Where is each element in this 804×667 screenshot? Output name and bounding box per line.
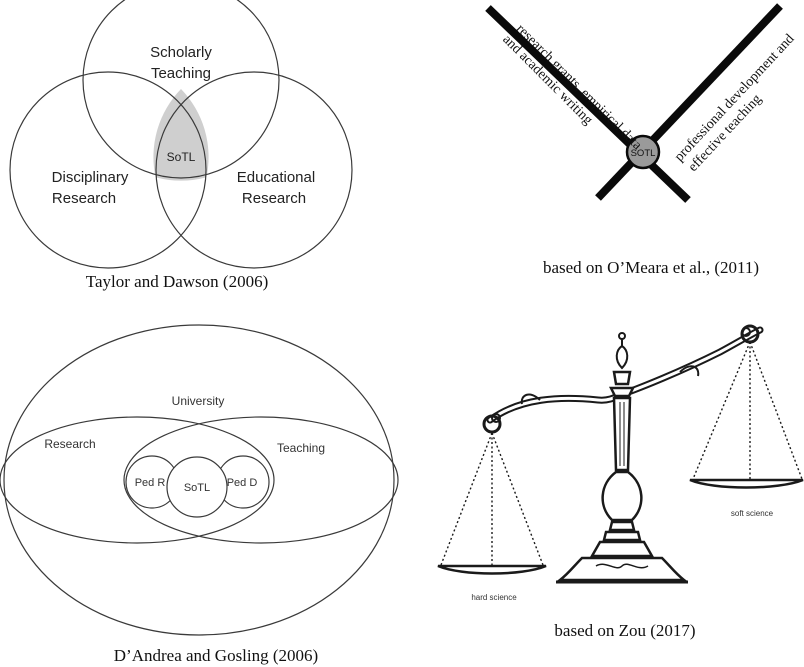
scale-left-pan-label: hard science	[471, 593, 517, 602]
venn-label-disciplinary-1: Disciplinary	[52, 169, 129, 186]
scale-beam-scroll-right-inner	[741, 327, 751, 337]
scale-column-fluting	[619, 402, 625, 466]
cross-bar-right	[595, 3, 783, 201]
scale-base	[556, 540, 688, 582]
venn-label-scholarly-1: Scholarly	[150, 44, 212, 61]
scale-finial-knob	[618, 332, 626, 340]
university-ellipse	[3, 324, 395, 636]
scale-column-bulb	[601, 470, 643, 522]
cross-panel: SOTL research grants, empirical data and…	[485, 3, 797, 277]
scale-panel	[437, 324, 804, 584]
label-ped-r: Ped R	[135, 477, 166, 489]
venn-sotl-intersection	[153, 89, 209, 181]
venn-label-educational-1: Educational	[237, 169, 315, 186]
venn-circle-disciplinary-research	[9, 71, 207, 269]
venn-label-disciplinary-2: Research	[52, 190, 116, 207]
label-ped-d: Ped D	[227, 477, 258, 489]
scale-caption: based on Zou (2017)	[554, 621, 695, 640]
scale-base-decoration	[595, 563, 649, 569]
sotl-circle	[166, 456, 228, 518]
scale-finial	[615, 338, 629, 370]
scale-column-collars	[602, 520, 642, 542]
scale-right-pan	[689, 341, 804, 489]
venn-label-educational-2: Research	[242, 190, 306, 207]
label-sotl: SoTL	[184, 482, 210, 494]
venn-label-sotl: SoTL	[167, 150, 196, 164]
venn-label-scholarly-2: Teaching	[151, 65, 211, 82]
cross-bar-left	[485, 5, 691, 203]
ellipses-panel: University Research Teaching Ped R SoTL …	[0, 324, 399, 665]
venn-circle-scholarly-teaching	[82, 0, 280, 179]
venn-circle-educational-research	[155, 71, 353, 269]
cross-caption: based on O’Meara et al., (2011)	[543, 258, 759, 277]
label-research: Research	[44, 437, 95, 451]
teaching-ellipse	[123, 416, 399, 544]
scale-column	[608, 370, 636, 472]
scale-beam-ornaments	[520, 365, 700, 405]
scale-left-pan	[437, 432, 547, 575]
label-teaching: Teaching	[277, 441, 325, 455]
ellipses-caption: D’Andrea and Gosling (2006)	[114, 646, 318, 665]
venn-panel: Scholarly Teaching Disciplinary Research…	[9, 0, 353, 291]
cross-sotl-label: SOTL	[631, 148, 656, 159]
cross-sotl-node	[625, 134, 661, 170]
scale-right-pan-label: soft science	[731, 509, 774, 518]
scale-beam-scroll-left-inner	[491, 413, 501, 423]
cross-left-label-1: research grants, empirical data	[513, 22, 645, 154]
venn-caption: Taylor and Dawson (2006)	[86, 272, 268, 291]
research-ellipse	[0, 416, 275, 544]
label-university: University	[172, 394, 225, 408]
